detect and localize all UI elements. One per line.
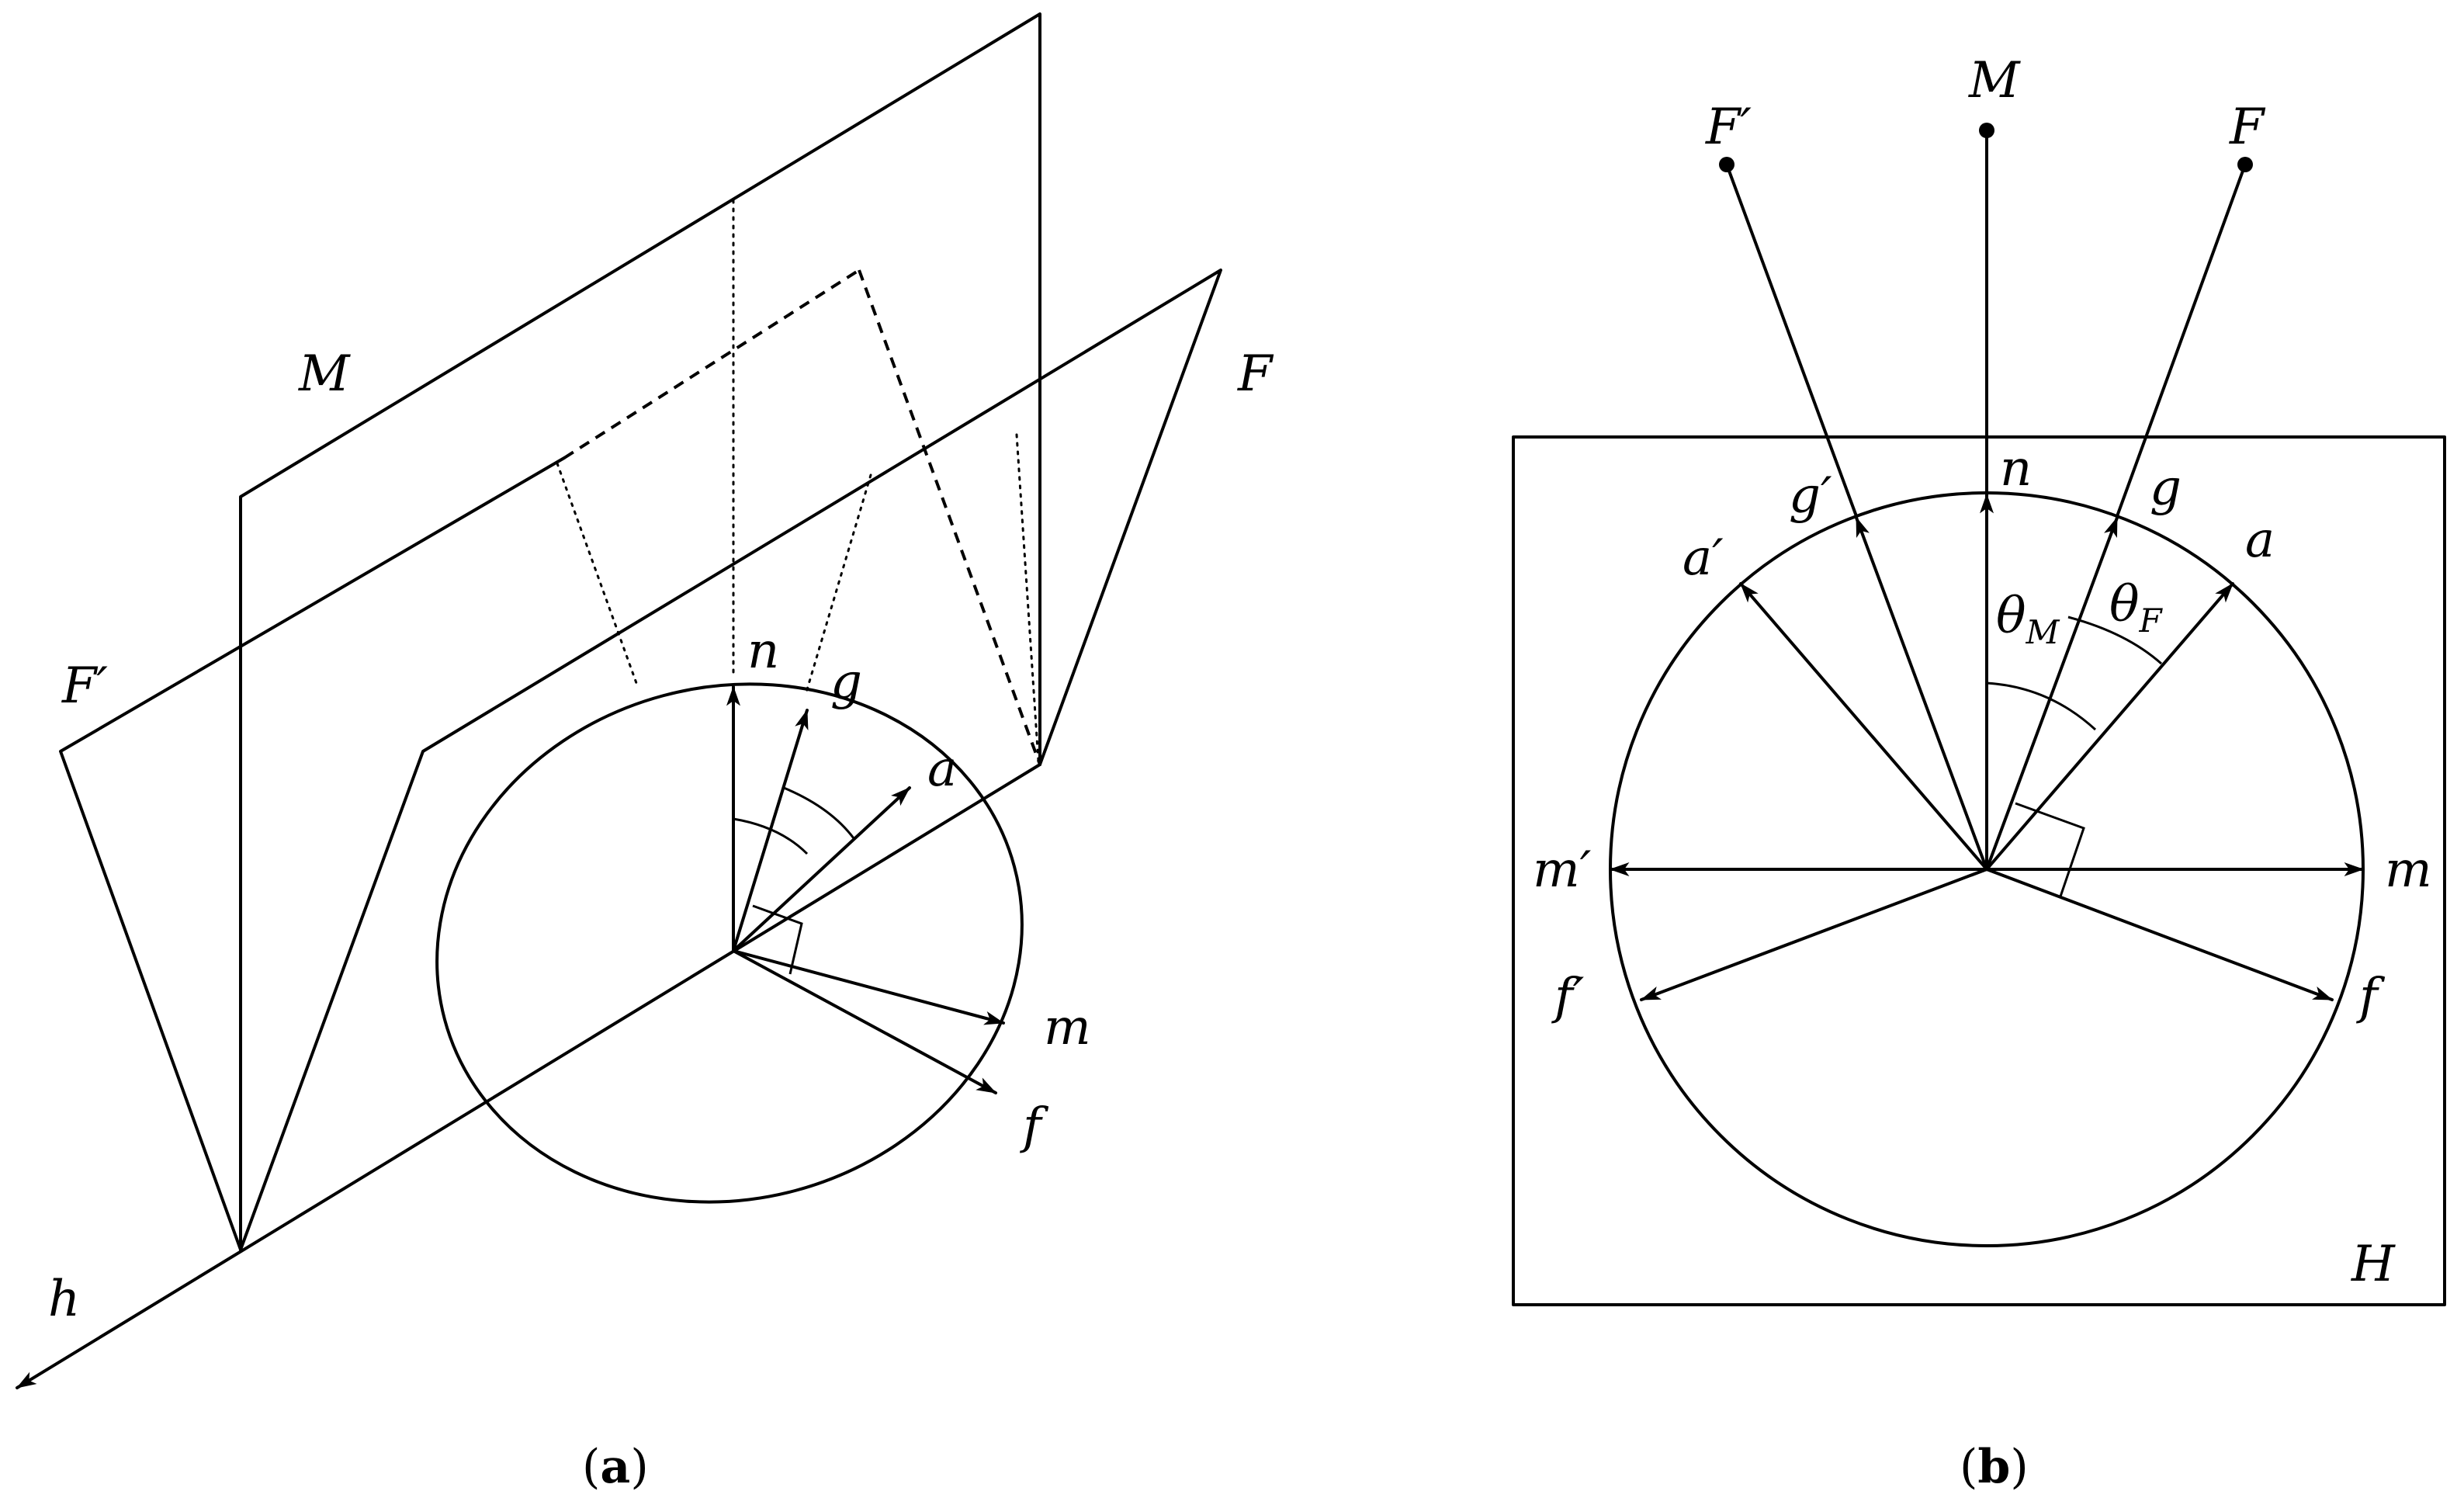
label-g-prime-b: g′ [1789, 467, 1832, 525]
angle-arc-theta-f [2067, 616, 2162, 665]
caption-a-letter: a [600, 1440, 630, 1494]
theta-f-subscript: F [2139, 602, 2164, 640]
label-theta-f: θF [2109, 576, 2164, 640]
panel-a: M F F′ n g a m f h (a) [16, 12, 1274, 1494]
caption-b-open: ( [1960, 1440, 1977, 1494]
plane-f-prime-dashed-top [563, 269, 861, 459]
vector-a-b [1985, 582, 2234, 871]
plane-f-prime-dashed-side [858, 269, 1041, 765]
caption-b-letter: b [1977, 1440, 2010, 1494]
vector-m-a [732, 949, 1005, 1025]
caption-a: (a) [582, 1440, 649, 1494]
vector-f-b [1985, 868, 2334, 1001]
vector-a-prime-b [1739, 582, 1988, 871]
label-h-b: H [2351, 1236, 2396, 1293]
theta-f-symbol: θ [2109, 576, 2140, 633]
cone-ellipse [435, 682, 1024, 1204]
vector-g-b [1985, 516, 2119, 871]
label-g-a: g [830, 654, 862, 711]
angle-arc-inner-a [733, 817, 809, 855]
right-angle-marker-a [752, 904, 803, 975]
caption-a-open: ( [582, 1440, 600, 1494]
angle-arc-outer-a [783, 786, 855, 839]
plane-f [239, 269, 1222, 1251]
vector-g-prime-b [1855, 516, 1988, 871]
label-g-b: g [2150, 459, 2182, 517]
angle-arc-theta-m [1986, 681, 2097, 731]
dotted-line-f [1015, 433, 1040, 762]
plane-m [239, 12, 1041, 1251]
label-theta-m: θM [1996, 588, 2060, 651]
label-f-prime-point-b: F′ [1705, 99, 1752, 156]
label-f-prime-b: f′ [1551, 968, 1585, 1025]
label-f-plane-a: F [1237, 345, 1274, 403]
label-m-b: m [2385, 841, 2432, 899]
label-f-prime-plane-a: F′ [61, 657, 108, 715]
theta-m-symbol: θ [1996, 588, 2026, 645]
theta-m-subscript: M [2026, 613, 2060, 651]
label-a-a: a [927, 740, 957, 798]
label-n-a: n [747, 622, 779, 680]
dotted-line-g [804, 473, 872, 696]
label-m-a: m [1044, 999, 1091, 1056]
caption-b: (b) [1960, 1440, 2029, 1494]
line-to-f [2116, 163, 2247, 518]
vector-f-a [732, 949, 997, 1094]
plane-h-rect [1512, 435, 2446, 1306]
panel-b: M F′ F n g g′ a a′ m m′ f f′ H θM θF (b) [1512, 52, 2446, 1494]
label-n-b: n [2000, 440, 2032, 498]
axis-h [16, 763, 1041, 1389]
caption-b-close: ) [2010, 1440, 2028, 1494]
dotted-line-fprime [556, 462, 638, 685]
label-m-point-b: M [1968, 52, 2021, 109]
label-f-a: f [1020, 1098, 1049, 1155]
label-f-point-b: F [2229, 99, 2266, 156]
right-angle-marker-b [2015, 802, 2085, 897]
label-a-prime-b: a′ [1683, 529, 1724, 587]
caption-a-close: ) [630, 1440, 648, 1494]
label-m-plane-a: M [298, 345, 351, 403]
label-m-prime-b: m′ [1533, 841, 1592, 899]
label-h-a: h [48, 1271, 80, 1328]
vector-f-prime-b [1640, 868, 1988, 1001]
vector-a-a [732, 786, 911, 952]
plane-f-prime [59, 456, 566, 1251]
line-to-f-prime [1725, 163, 1858, 518]
label-f-b: f [2356, 968, 2386, 1025]
label-a-b: a [2245, 511, 2275, 569]
